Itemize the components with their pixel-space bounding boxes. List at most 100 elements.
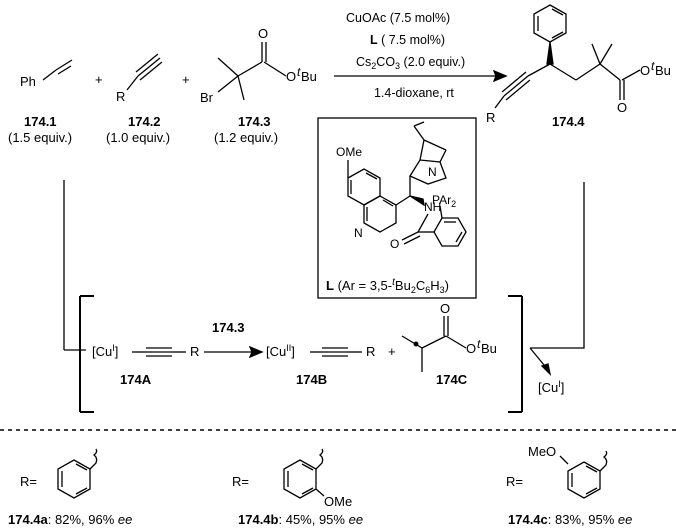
amide-o-label: O bbox=[390, 237, 399, 251]
ligand-caption-h: H bbox=[430, 278, 439, 293]
example-174-4a: R= 174.4a: 82%, 96% ee bbox=[8, 448, 132, 527]
nh-wedge bbox=[409, 195, 425, 207]
equiv-174-1: (1.5 equiv.) bbox=[8, 130, 72, 145]
ligand-caption-t: t bbox=[392, 277, 396, 288]
cu1-oxidation-state: I bbox=[112, 343, 115, 353]
svg-text:[CuI]: [CuI] bbox=[92, 343, 118, 359]
reaction-arrowhead bbox=[492, 69, 508, 83]
tbu-bu-label: Bu bbox=[301, 69, 317, 84]
174b-r-label: R bbox=[366, 344, 375, 359]
product-tbu-t: t bbox=[651, 59, 655, 73]
ligand-caption-bu: Bu bbox=[395, 278, 411, 293]
ligand-caption-c: C bbox=[416, 278, 425, 293]
wavy-attachment-c bbox=[599, 450, 608, 472]
product-174-4: O O t Bu R 174.4 bbox=[486, 4, 671, 129]
equiv-174-3: (1.2 equiv.) bbox=[214, 130, 278, 145]
product-phenyl-ring bbox=[533, 4, 567, 43]
example-b-yield: : 45%, 95% bbox=[278, 512, 348, 527]
wavy-attachment-b bbox=[315, 448, 324, 470]
example-a-ee: ee bbox=[118, 512, 132, 527]
svg-text:L ( 7.5 mol%): L ( 7.5 mol%) bbox=[370, 33, 445, 47]
quinoline-ring-a bbox=[347, 168, 381, 206]
product-r-label: R bbox=[486, 110, 495, 125]
ligand-frame bbox=[317, 117, 477, 299]
cu2-bracket-open: [Cu bbox=[266, 344, 286, 359]
ligand-caption-l: L bbox=[326, 278, 334, 293]
base-cs: Cs bbox=[356, 55, 371, 69]
ester-o-label: O bbox=[286, 69, 296, 84]
reaction-conditions: CuOAc (7.5 mol%) L ( 7.5 mol%) Cs2CO3 (2… bbox=[334, 11, 508, 100]
ligand-caption-close: ) bbox=[445, 278, 449, 293]
product-ester-o: O bbox=[640, 63, 650, 78]
example-a-id: 174.4a bbox=[8, 512, 49, 527]
quinoline-ring-b bbox=[363, 195, 397, 233]
example-c-r-label: R= bbox=[506, 474, 523, 489]
radical-tbu-t: t bbox=[477, 337, 481, 351]
example-b-ee: ee bbox=[349, 512, 363, 527]
cu2-oxidation-state: II bbox=[286, 343, 291, 353]
radical-ester-o: O bbox=[466, 341, 476, 356]
example-a-yield: : 82%, 96% bbox=[48, 512, 118, 527]
phenyl-ring-c bbox=[567, 461, 601, 499]
br-label: Br bbox=[200, 90, 214, 105]
example-a-r-label: R= bbox=[20, 474, 37, 489]
plus-sign-2: + bbox=[182, 72, 190, 87]
regen-cu-oxidation-state: I bbox=[558, 379, 561, 389]
mechanism-plus: + bbox=[388, 344, 396, 359]
svg-text:174.4a: 82%, 96% ee: 174.4a: 82%, 96% ee bbox=[8, 512, 132, 527]
quinuclidine-cage bbox=[409, 159, 447, 185]
product-tbu-bu: Bu bbox=[655, 63, 671, 78]
example-c-yield: : 83%, 95% bbox=[548, 512, 618, 527]
equiv-174-2: (1.0 equiv.) bbox=[106, 130, 170, 145]
phenyl-ring-b bbox=[283, 459, 317, 499]
cu2-bracket-close: ] bbox=[291, 344, 295, 359]
ligand-label: L bbox=[370, 33, 378, 47]
radical-carbonyl-o: O bbox=[440, 301, 450, 316]
base-co: CO bbox=[376, 55, 395, 69]
compound-id-174c: 174C bbox=[436, 372, 468, 387]
compound-id-174-3: 174.3 bbox=[238, 114, 271, 129]
svg-text:174.4c: 83%, 95% ee: 174.4c: 83%, 95% ee bbox=[508, 512, 632, 527]
svg-text:[CuII]: [CuII] bbox=[266, 343, 295, 359]
example-c-id: 174.4c bbox=[508, 512, 548, 527]
plus-sign-1: + bbox=[95, 72, 103, 87]
par-sub: 2 bbox=[451, 199, 456, 209]
par-label: PAr bbox=[432, 193, 451, 207]
example-c-ee: ee bbox=[618, 512, 632, 527]
mechanism-arrowhead bbox=[248, 345, 264, 359]
svg-text:PAr2: PAr2 bbox=[432, 193, 456, 209]
compound-id-174b: 174B bbox=[296, 372, 327, 387]
example-174-4c: R= MeO 174.4c: 83%, 95% ee bbox=[506, 444, 632, 527]
reagent-bromoester: Br O O t Bu 174.3 (1.2 equiv.) bbox=[200, 26, 317, 145]
cu1-bracket-open: [Cu bbox=[92, 344, 112, 359]
stereo-wedge bbox=[546, 41, 554, 65]
ph-label: Ph bbox=[20, 74, 36, 89]
wavy-attachment-a bbox=[89, 448, 98, 470]
example-174-4b: R= OMe 174.4b: 45%, 95% ee bbox=[232, 448, 363, 527]
svg-text:Cs2CO3 (2.0 equiv.): Cs2CO3 (2.0 equiv.) bbox=[356, 55, 465, 71]
catalyst-text: CuOAc (7.5 mol%) bbox=[346, 11, 450, 25]
ligand-caption-sub3: 3 bbox=[440, 285, 445, 295]
compound-id-174a: 174A bbox=[120, 372, 152, 387]
tbu-t-label: t bbox=[297, 65, 301, 79]
example-b-id: 174.4b bbox=[238, 512, 279, 527]
base-sub-1: 2 bbox=[371, 61, 376, 71]
quinoline-n-label: N bbox=[354, 226, 363, 240]
svg-text:L (Ar = 3,5-tBu2C6H3): L (Ar = 3,5-tBu2C6H3) bbox=[326, 277, 449, 295]
regen-cu-close: ] bbox=[561, 380, 565, 395]
carbonyl-o-label: O bbox=[258, 26, 268, 41]
reagent-alkyne: R 174.2 (1.0 equiv.) bbox=[106, 53, 170, 145]
example-b-ome: OMe bbox=[324, 494, 352, 509]
base-equiv: (2.0 equiv.) bbox=[400, 55, 465, 69]
compound-id-174-4: 174.4 bbox=[552, 114, 585, 129]
mechanism-row: [CuI] R 174A 174.3 [CuII] R 174B + O O t… bbox=[92, 301, 564, 395]
quinuclidine-n-label: N bbox=[428, 165, 437, 179]
product-carbonyl-o: O bbox=[617, 100, 627, 115]
ligand-caption-sub2: 6 bbox=[425, 285, 430, 295]
nh-label: NH bbox=[424, 200, 441, 214]
ligand-box: N OMe NH N O PAr2 L (Ar = 3,5-tBu2C6H3) bbox=[317, 117, 477, 299]
example-c-meo: MeO bbox=[528, 444, 556, 459]
example-b-r-label: R= bbox=[232, 474, 249, 489]
solvent-text: 1.4-dioxane, rt bbox=[374, 86, 454, 100]
